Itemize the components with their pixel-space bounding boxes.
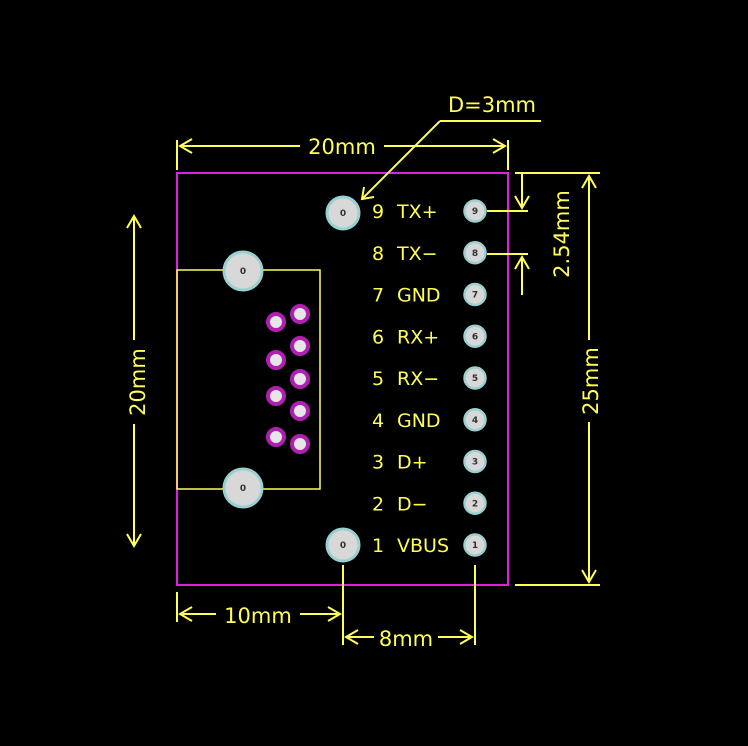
mount-hole-connector-bottom: 0 xyxy=(222,467,264,509)
pin-number: 3 xyxy=(372,452,384,474)
dimension-offset-bottom: 10mm xyxy=(176,565,344,645)
board-outline xyxy=(176,172,509,586)
pin-pad xyxy=(463,324,487,348)
pin-row: 8 TX− 8 xyxy=(372,241,487,265)
connector-pin-hole xyxy=(290,369,310,389)
mount-hole-label: 0 xyxy=(240,484,246,494)
pin-pad xyxy=(463,491,487,515)
mount-hole-label: 0 xyxy=(240,267,246,277)
pin-pad-label: 6 xyxy=(472,332,478,342)
pin-number: 2 xyxy=(372,493,384,515)
pin-number: 4 xyxy=(372,410,384,432)
connector-pin-hole xyxy=(266,386,286,406)
pin-pad-label: 9 xyxy=(472,207,478,217)
pin-number: 9 xyxy=(372,201,384,223)
pin-number: 1 xyxy=(372,535,384,557)
pin-pad xyxy=(463,449,487,474)
connector-pin-hole xyxy=(266,427,286,447)
mount-hole-label: 0 xyxy=(340,541,346,551)
pin-name: GND xyxy=(397,410,441,432)
dimension-label: 2.54mm xyxy=(550,190,574,278)
dimension-width-top: 20mm xyxy=(176,135,509,170)
mount-hole-label: 0 xyxy=(340,209,346,219)
mount-hole-connector-top: 0 xyxy=(222,250,264,292)
dimension-pin-to-hole: 8mm xyxy=(344,565,476,651)
pin-row: 7 GND 7 xyxy=(372,282,487,307)
pin-row: 3 D+ 3 xyxy=(372,449,487,474)
pin-row: 5 RX− 5 xyxy=(372,366,487,390)
pin-number: 5 xyxy=(372,368,384,390)
mount-hole-board-bottom: 0 xyxy=(325,527,361,563)
pin-pad-label: 1 xyxy=(472,541,478,551)
dimension-height-right: 25mm xyxy=(515,172,603,586)
connector-pin-hole xyxy=(290,434,310,454)
pin-row: 6 RX+ 6 xyxy=(372,324,487,348)
pin-pad-label: 3 xyxy=(472,458,478,468)
pin-pad-label: 4 xyxy=(472,416,478,426)
pin-name: VBUS xyxy=(397,535,449,557)
pin-name: GND xyxy=(397,285,441,307)
pin-pad xyxy=(463,408,487,432)
pin-number: 6 xyxy=(372,326,384,348)
pin-name: D+ xyxy=(397,452,428,474)
pin-name: D− xyxy=(397,493,428,515)
connector-pin-hole xyxy=(290,304,310,324)
pin-number: 8 xyxy=(372,243,384,265)
dimension-label: 25mm xyxy=(579,347,603,415)
dimension-label: 20mm xyxy=(126,348,150,416)
pin-pad xyxy=(463,199,487,223)
dimension-label: 8mm xyxy=(379,627,433,651)
pin-pad-label: 8 xyxy=(472,249,478,259)
dimension-height-left: 20mm xyxy=(126,214,150,548)
pin-row: 1 VBUS 1 xyxy=(372,533,487,557)
pin-name: TX− xyxy=(396,243,438,265)
pin-pad-label: 2 xyxy=(472,499,478,509)
pin-name: TX+ xyxy=(396,201,438,223)
pin-name: RX− xyxy=(397,368,439,390)
dimension-label: 10mm xyxy=(224,604,292,628)
dimension-label: D=3mm xyxy=(448,93,536,117)
connector-pin-hole xyxy=(290,401,310,421)
connector-pin-hole xyxy=(266,350,286,370)
pin-number: 7 xyxy=(372,285,384,307)
mount-hole-board-top: 0 xyxy=(325,195,361,231)
pin-pad xyxy=(463,366,487,390)
connector-pin-hole xyxy=(266,312,286,332)
pin-pad xyxy=(463,282,487,307)
pin-pad-label: 5 xyxy=(472,374,478,384)
pin-pad xyxy=(463,241,487,265)
connector-pin-hole xyxy=(290,336,310,356)
dimension-hole-diameter: D=3mm xyxy=(360,93,541,201)
dimension-label: 20mm xyxy=(308,135,376,159)
pin-row: 9 TX+ 9 xyxy=(372,199,487,223)
pin-name: RX+ xyxy=(397,326,439,348)
pin-row: 2 D− 2 xyxy=(372,491,487,515)
dimension-pitch: 2.54mm xyxy=(487,172,574,295)
connector-pin-holes xyxy=(266,304,310,454)
pin-pad-label: 7 xyxy=(472,291,478,301)
pin-row: 4 GND 4 xyxy=(372,408,487,432)
pin-pad xyxy=(463,533,487,557)
